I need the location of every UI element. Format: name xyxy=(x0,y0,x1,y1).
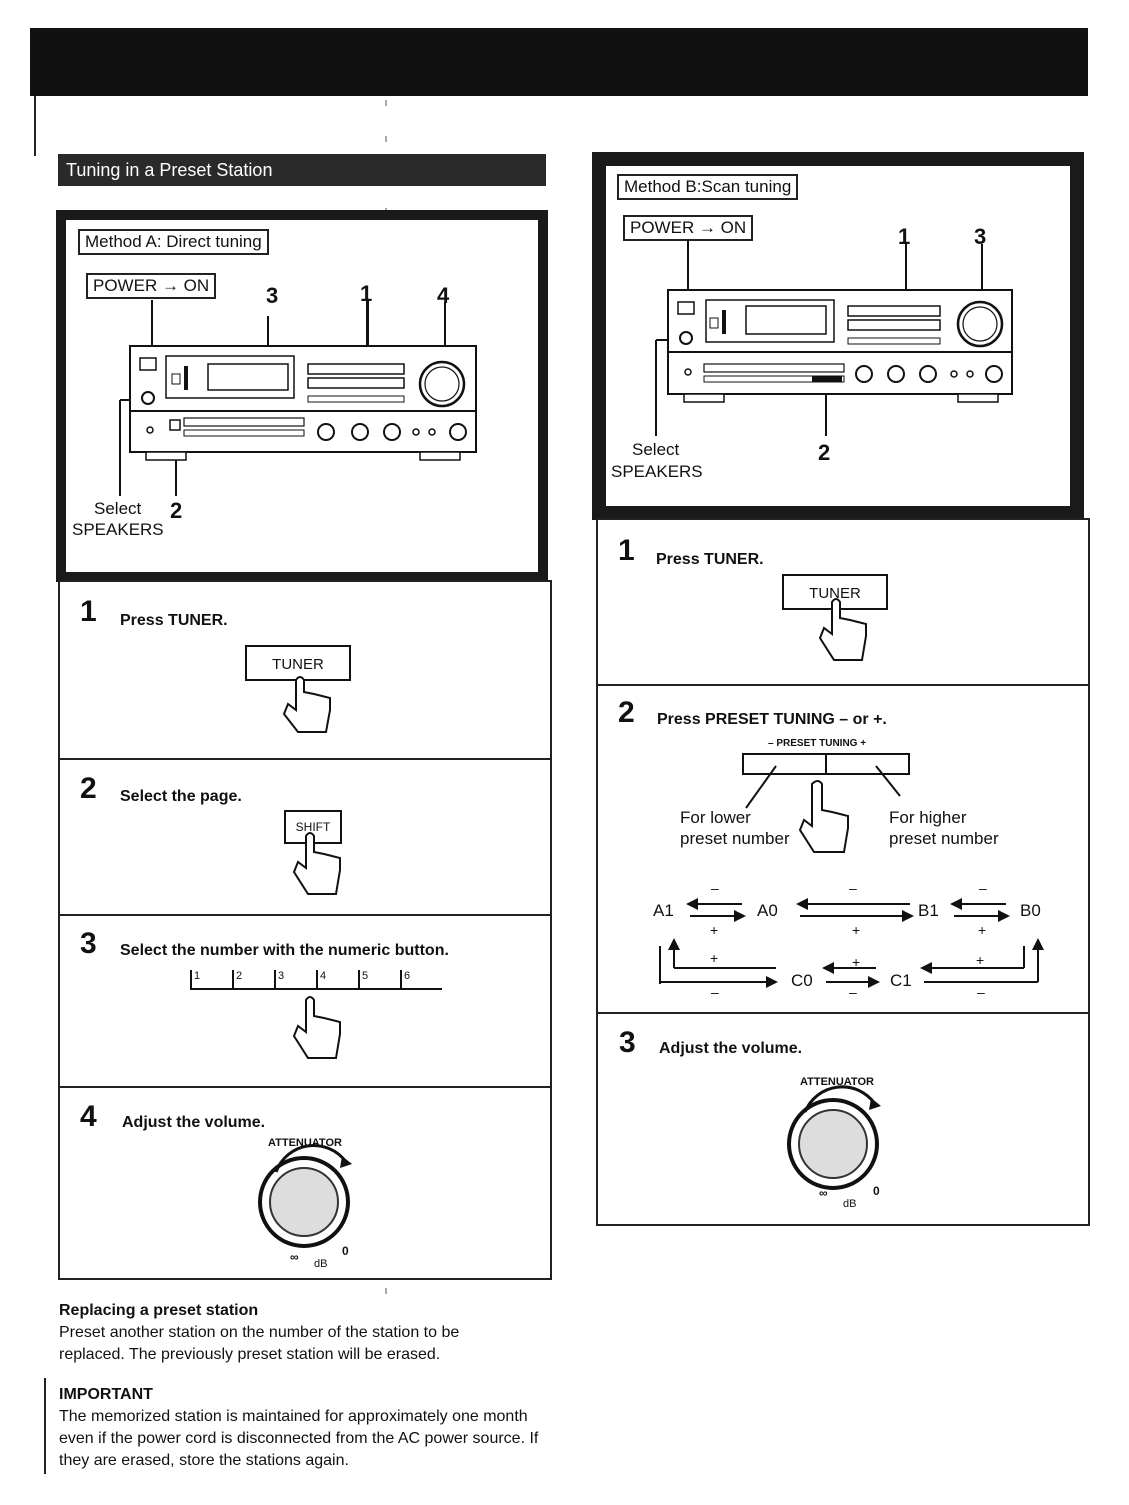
callout-1: 1 xyxy=(360,281,373,306)
attenuator-label: ATTENUATOR xyxy=(800,1076,874,1088)
margin-rule xyxy=(44,1378,46,1474)
tuner-button[interactable]: TUNER xyxy=(245,645,351,681)
minus-sign: – xyxy=(849,880,857,896)
pointing-hand-icon xyxy=(292,996,341,1059)
speakers-label-line2: SPEAKERS xyxy=(611,462,703,481)
replacing-heading: Replacing a preset station xyxy=(59,1302,259,1319)
pointing-hand-icon xyxy=(282,676,331,733)
knob-min-label: ∞ xyxy=(819,1186,828,1200)
minus-sign: – xyxy=(849,984,857,1000)
method-b-power-label: POWER → ON xyxy=(623,215,754,241)
plus-sign: + xyxy=(852,922,861,938)
step-number: 1 xyxy=(618,534,635,567)
pointing-hand-icon xyxy=(818,598,867,661)
numeric-button-row: 1 2 3 4 5 6 xyxy=(190,970,442,990)
callout-3: 3 xyxy=(266,283,279,308)
preset-c0: C0 xyxy=(791,971,813,990)
callout-4: 4 xyxy=(437,283,450,308)
plus-sign: + xyxy=(978,922,987,938)
numeric-button-3[interactable]: 3 xyxy=(274,970,316,988)
preset-a0: A0 xyxy=(757,901,778,920)
attenuator-knob[interactable] xyxy=(256,1144,366,1252)
preset-tuning-buttons xyxy=(742,753,910,775)
method-a-power-label: POWER → ON xyxy=(86,273,217,299)
important-heading: IMPORTANT xyxy=(59,1386,153,1403)
plus-sign: + xyxy=(976,952,985,968)
callout-2: 2 xyxy=(170,498,183,523)
preset-pointer-lines xyxy=(745,765,901,853)
callout-1: 1 xyxy=(898,224,911,249)
margin-rule xyxy=(34,96,36,156)
attenuator-knob[interactable] xyxy=(781,1085,891,1194)
method-a-title: Method A: Direct tuning xyxy=(78,229,269,255)
preset-b0: B0 xyxy=(1020,901,1041,920)
receiver-illustration-b xyxy=(655,240,1013,436)
knob-illustration xyxy=(787,1085,881,1190)
step-number: 3 xyxy=(619,1026,636,1059)
step-number: 2 xyxy=(80,772,97,805)
speakers-label-line2: SPEAKERS xyxy=(72,520,164,539)
numeric-button-4[interactable]: 4 xyxy=(316,970,358,988)
numeric-button-1[interactable]: 1 xyxy=(190,970,232,988)
section-title: Tuning in a Preset Station xyxy=(58,154,546,186)
step-number: 3 xyxy=(80,927,97,960)
callout-3: 3 xyxy=(974,224,987,249)
replacing-text: Preset another station on the number of … xyxy=(59,1324,460,1363)
preset-b1: B1 xyxy=(918,901,939,920)
receiver-illustration-a xyxy=(119,300,477,496)
lower-label-line2: preset number xyxy=(680,829,790,848)
minus-sign: – xyxy=(979,880,987,896)
speakers-label-line1: Select xyxy=(632,440,680,459)
numeric-button-6[interactable]: 6 xyxy=(400,970,442,988)
page-header-bar xyxy=(30,28,1088,96)
plus-sign: + xyxy=(710,922,719,938)
preset-cycle-arrows xyxy=(659,898,1044,988)
numeric-button-5[interactable]: 5 xyxy=(358,970,400,988)
pointing-hand-icon xyxy=(292,832,341,895)
knob-min-label: ∞ xyxy=(290,1250,299,1264)
plus-sign: + xyxy=(852,954,861,970)
numeric-button-2[interactable]: 2 xyxy=(232,970,274,988)
preset-c1: C1 xyxy=(890,971,912,990)
method-b-title: Method B:Scan tuning xyxy=(617,174,799,200)
speakers-label-line1: Select xyxy=(94,499,142,518)
step-instruction: Select the page. xyxy=(120,788,242,805)
preset-tuning-label: – PRESET TUNING + xyxy=(768,738,867,749)
callout-2: 2 xyxy=(818,440,831,465)
minus-sign: – xyxy=(711,984,719,1000)
minus-sign: – xyxy=(977,984,985,1000)
preset-a1: A1 xyxy=(653,901,674,920)
important-text: The memorized station is maintained for … xyxy=(59,1408,539,1469)
knob-max-label: 0 xyxy=(342,1244,349,1258)
step-instruction: Adjust the volume. xyxy=(122,1114,266,1131)
higher-label-line1: For higher xyxy=(889,808,967,827)
step-instruction: Press TUNER. xyxy=(120,612,228,629)
plus-sign: + xyxy=(710,950,719,966)
knob-max-label: 0 xyxy=(873,1184,880,1198)
minus-sign: – xyxy=(711,880,719,896)
step-number: 4 xyxy=(80,1100,97,1133)
preset-minus-button[interactable] xyxy=(744,755,827,773)
step-instruction: Press TUNER. xyxy=(656,551,764,568)
knob-unit-label: dB xyxy=(314,1258,328,1270)
higher-label-line2: preset number xyxy=(889,829,999,848)
lower-label-line1: For lower xyxy=(680,808,751,827)
step-number: 1 xyxy=(80,595,97,628)
step-instruction: Adjust the volume. xyxy=(659,1040,803,1057)
knob-unit-label: dB xyxy=(843,1198,857,1210)
step-instruction: Press PRESET TUNING – or +. xyxy=(657,711,887,728)
step-number: 2 xyxy=(618,696,635,729)
step-instruction: Select the number with the numeric butto… xyxy=(120,942,449,959)
